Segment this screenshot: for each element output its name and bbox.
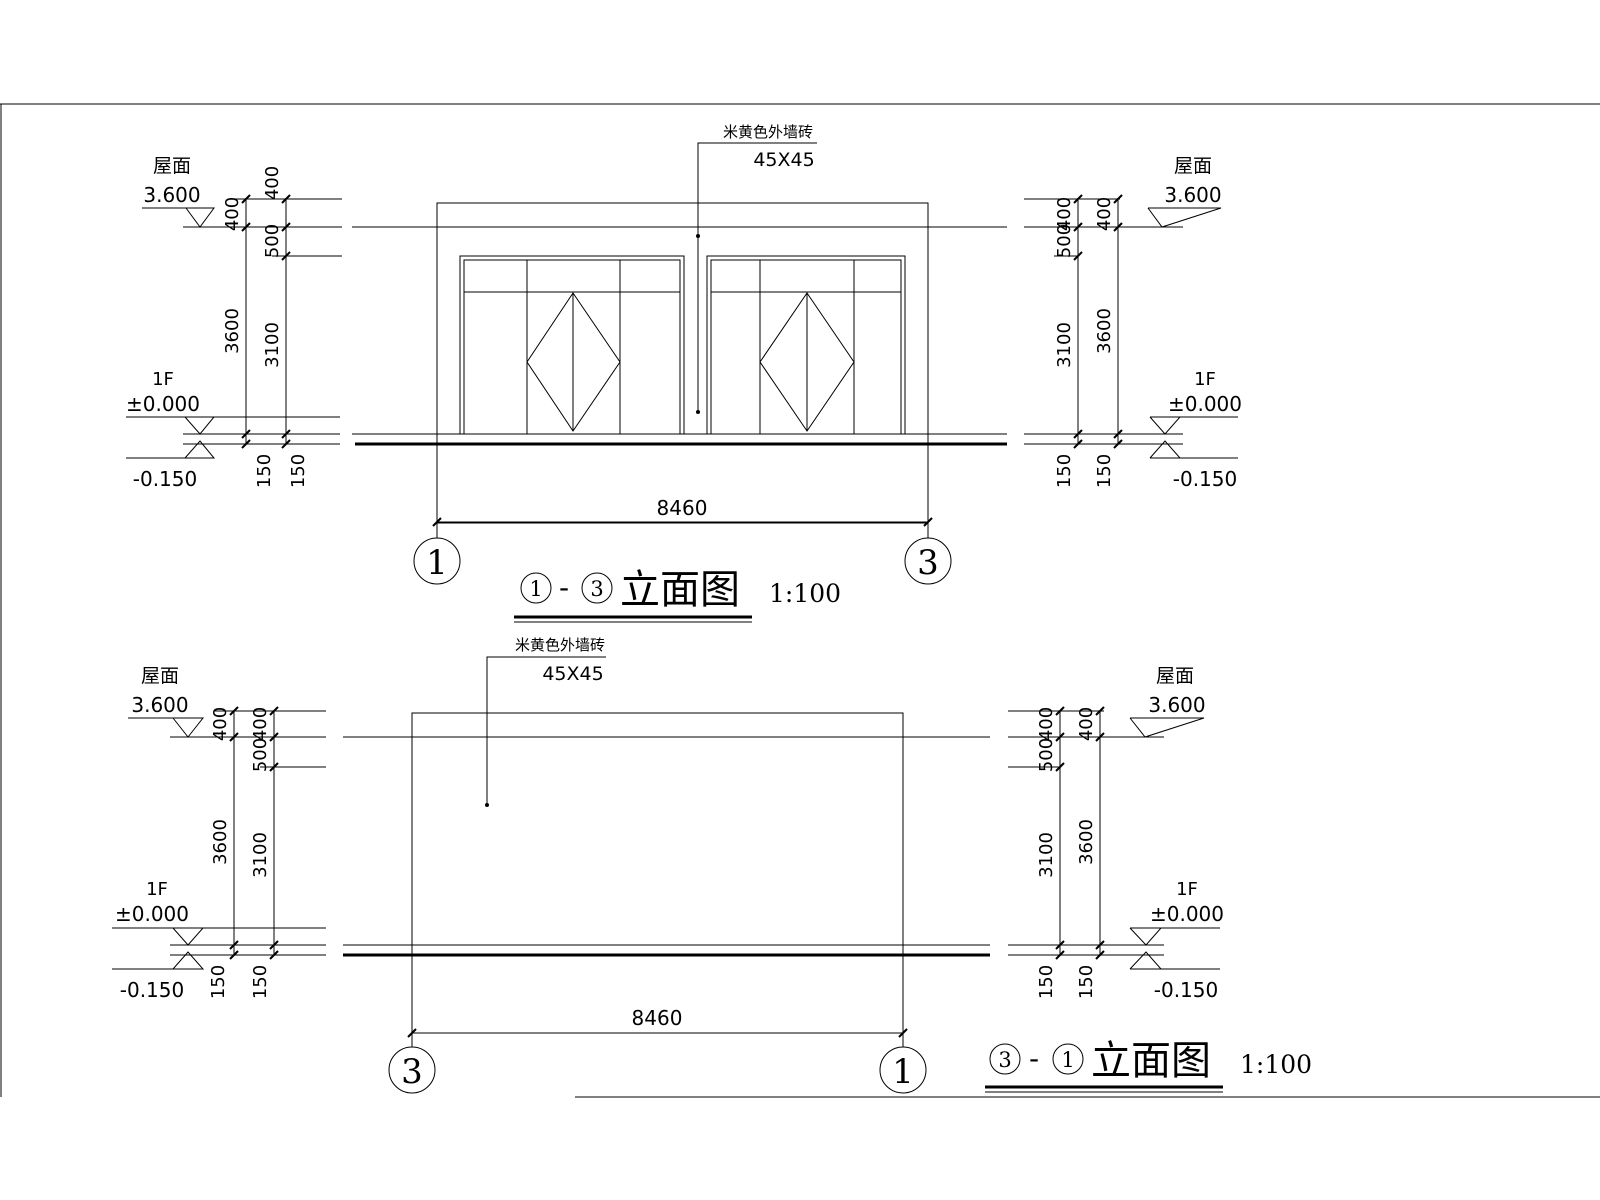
dim-inner-4: 150 (288, 454, 309, 488)
right-dimensions-top: 屋面 3.600 1F ±0.000 -0.150 400 500 310 (1024, 155, 1242, 491)
overall-dimension: 8460 (632, 1006, 683, 1030)
dim-inner-4: 150 (250, 965, 271, 999)
grid-label-left: 1 (426, 543, 448, 583)
roof-label: 屋面 (141, 665, 179, 687)
dim-inner-1: 400 (1054, 197, 1075, 231)
left-dimensions-top: 屋面 3.600 1F ±0.000 -0.150 400 3600 150 (126, 155, 342, 491)
elevation-bottom: 米黄色外墙砖 45X45 8460 3 1 3 - 1 立面图 1:100 (112, 636, 1312, 1094)
dim-inner-2: 500 (1036, 738, 1057, 772)
floor-elevation: ±0.000 (115, 902, 189, 926)
ground-elevation: -0.150 (1154, 978, 1218, 1002)
dim-outer-3: 150 (208, 965, 229, 999)
material-leader (697, 142, 817, 412)
title-scale: 1:100 (769, 579, 841, 608)
dim-inner-3: 3100 (1054, 322, 1075, 368)
dim-outer-3: 150 (1076, 965, 1097, 999)
left-dimensions-bottom: 屋面 3.600 1F ±0.000 -0.150 400 3600 150 (112, 665, 326, 1002)
grid-bubble-left (413, 537, 461, 585)
roof-label: 屋面 (1156, 665, 1194, 687)
floor-elevation: ±0.000 (126, 392, 200, 416)
ground-elevation: -0.150 (120, 978, 184, 1002)
building-outline (436, 202, 929, 524)
building-outline (411, 712, 904, 1034)
overall-dimension: 8460 (657, 496, 708, 520)
floor-label: 1F (1194, 369, 1216, 390)
dim-outer-1: 400 (1094, 197, 1115, 231)
dim-outer-1: 400 (210, 707, 231, 741)
title-dash: - (1029, 1042, 1039, 1075)
grid-bubble-left (388, 1046, 436, 1094)
grid-bubble-right (904, 537, 952, 585)
roof-elevation: 3.600 (143, 183, 200, 207)
floor-elevation: ±0.000 (1168, 392, 1242, 416)
dim-inner-3: 3100 (1036, 832, 1057, 878)
material-leader (486, 656, 606, 805)
floor-elevation: ±0.000 (1150, 902, 1224, 926)
title-scale: 1:100 (1240, 1050, 1312, 1079)
right-dimensions-bottom: 屋面 3.600 1F ±0.000 -0.150 400 500 310 (1008, 665, 1224, 1002)
grid-label-right: 3 (917, 543, 939, 583)
title-grid-start: 1 (529, 577, 542, 601)
title-text: 立面图 (620, 567, 740, 613)
roof-elevation: 3.600 (131, 693, 188, 717)
title-text: 立面图 (1091, 1038, 1211, 1084)
dim-inner-3: 3100 (262, 322, 283, 368)
material-note: 米黄色外墙砖 (515, 636, 605, 654)
drawing-title-bottom: 3 - 1 立面图 1:100 (985, 1038, 1312, 1093)
dim-inner-1: 400 (250, 707, 271, 741)
floor-label: 1F (1176, 879, 1198, 900)
dim-inner-4: 150 (1036, 965, 1057, 999)
grid-bubble-right (879, 1046, 927, 1094)
dim-outer-2: 3600 (1094, 308, 1115, 354)
door-right (706, 255, 906, 435)
dim-inner-2: 500 (250, 738, 271, 772)
dim-outer-2: 3600 (1076, 819, 1097, 865)
floor-label: 1F (146, 879, 168, 900)
elevation-top: 米黄色外墙砖 45X45 8460 1 3 1 - 3 立面图 1:100 (126, 123, 1242, 623)
roof-label: 屋面 (1174, 155, 1212, 177)
dim-inner-1: 400 (262, 166, 283, 200)
ground-elevation: -0.150 (1173, 467, 1237, 491)
drawing-title-top: 1 - 3 立面图 1:100 (514, 567, 841, 623)
dim-inner-2: 500 (1054, 224, 1075, 258)
title-grid-end: 1 (1061, 1048, 1074, 1072)
dim-inner-2: 500 (262, 224, 283, 258)
title-grid-end: 3 (590, 577, 603, 601)
material-size: 45X45 (542, 663, 603, 685)
dim-outer-3: 150 (1094, 454, 1115, 488)
title-grid-start: 3 (998, 1048, 1011, 1072)
roof-elevation: 3.600 (1148, 693, 1205, 717)
dim-inner-3: 3100 (250, 832, 271, 878)
grid-label-left: 3 (401, 1052, 423, 1092)
dim-outer-2: 3600 (210, 819, 231, 865)
dim-outer-3: 150 (254, 454, 275, 488)
material-note: 米黄色外墙砖 (723, 123, 813, 141)
dim-inner-4: 150 (1054, 454, 1075, 488)
roof-elevation: 3.600 (1164, 183, 1221, 207)
material-size: 45X45 (753, 149, 814, 171)
door-left (459, 255, 685, 435)
ground-elevation: -0.150 (133, 467, 197, 491)
floor-label: 1F (152, 369, 174, 390)
title-dash: - (559, 571, 569, 604)
dim-outer-2: 3600 (222, 308, 243, 354)
dim-outer-1: 400 (222, 197, 243, 231)
grid-label-right: 1 (892, 1052, 914, 1092)
roof-label: 屋面 (153, 155, 191, 177)
dim-outer-1: 400 (1076, 707, 1097, 741)
dim-inner-1: 400 (1036, 707, 1057, 741)
